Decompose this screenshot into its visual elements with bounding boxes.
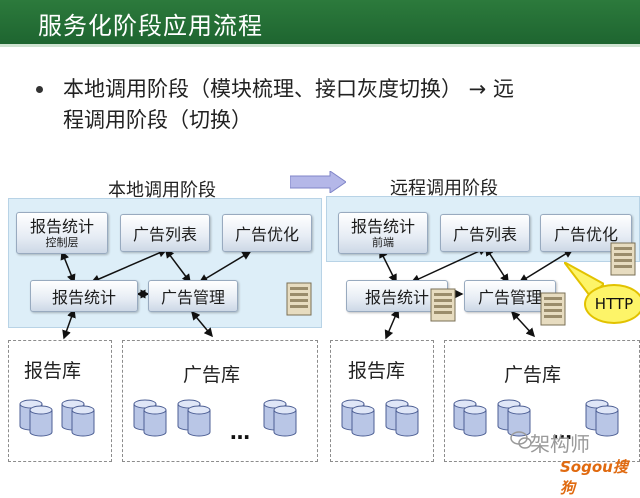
slide-title: 服务化阶段应用流程 xyxy=(38,12,263,40)
header-divider xyxy=(0,44,640,47)
local-report-stats-label: 报告统计 xyxy=(51,288,116,307)
remote-ad-list-node: 广告列表 xyxy=(440,214,530,252)
remote-ad-manage-label: 广告管理 xyxy=(477,288,542,307)
database-icon xyxy=(497,399,531,437)
database-icon xyxy=(177,399,211,437)
local-db-ellipsis: … xyxy=(230,420,251,444)
local-ad-optimize-label: 广告优化 xyxy=(234,225,299,244)
slide-header: 服务化阶段应用流程 xyxy=(0,0,640,44)
bullet-line-1: 本地调用阶段（模块梳理、接口灰度切换） → 远 xyxy=(63,77,514,101)
wechat-icon xyxy=(510,431,532,449)
phase-arrow-icon xyxy=(290,171,346,193)
remote-phase-label: 远程调用阶段 xyxy=(390,178,498,199)
remote-report-stats-front-sub: 前端 xyxy=(372,236,394,249)
connector-lines xyxy=(60,246,574,340)
local-ad-list-node: 广告列表 xyxy=(120,214,210,252)
local-ad-optimize-node: 广告优化 xyxy=(222,214,312,252)
remote-report-db-label: 报告库 xyxy=(348,360,406,382)
local-report-stats-control-main: 报告统计 xyxy=(29,217,94,236)
local-ad-manage-node: 广告管理 xyxy=(148,280,238,312)
remote-report-server-icon xyxy=(430,288,456,322)
database-icon xyxy=(585,399,619,437)
database-icon xyxy=(385,399,419,437)
remote-ad-server-icon xyxy=(540,292,566,326)
brand-logo: Sogou搜狗 xyxy=(560,458,628,497)
local-report-stats-control-node: 报告统计 控制层 xyxy=(16,212,108,254)
remote-optimize-server-icon xyxy=(610,242,636,276)
bullet-icon xyxy=(36,86,43,93)
local-report-stats-node: 报告统计 xyxy=(30,280,138,312)
database-icon xyxy=(341,399,375,437)
local-ad-list-label: 广告列表 xyxy=(132,225,197,244)
local-ad-db-box xyxy=(122,340,318,462)
database-icon xyxy=(61,399,95,437)
local-report-db-label: 报告库 xyxy=(24,360,82,382)
local-phase-label: 本地调用阶段 xyxy=(108,180,216,201)
remote-report-stats-label: 报告统计 xyxy=(364,288,429,307)
local-report-db-box xyxy=(8,340,112,462)
remote-report-stats-front-node: 报告统计 前端 xyxy=(338,212,428,254)
local-ad-manage-label: 广告管理 xyxy=(160,288,225,307)
remote-report-stats-front-main: 报告统计 xyxy=(350,217,415,236)
remote-db-ellipsis: … xyxy=(552,420,573,444)
local-report-stats-control-sub: 控制层 xyxy=(45,236,79,249)
http-callout: HTTP xyxy=(584,284,640,324)
database-icon xyxy=(133,399,167,437)
database-icon xyxy=(453,399,487,437)
remote-ad-db-box xyxy=(444,340,640,462)
local-server-icon xyxy=(286,282,312,316)
bullet-line-2: 程调用阶段（切换） xyxy=(63,108,252,132)
remote-ad-optimize-label: 广告优化 xyxy=(553,225,618,244)
database-icon xyxy=(19,399,53,437)
database-icon xyxy=(263,399,297,437)
local-ad-db-label: 广告库 xyxy=(183,364,241,386)
remote-ad-db-label: 广告库 xyxy=(504,364,562,386)
watermark-text: 架构师 xyxy=(530,432,590,456)
remote-ad-list-label: 广告列表 xyxy=(452,225,517,244)
